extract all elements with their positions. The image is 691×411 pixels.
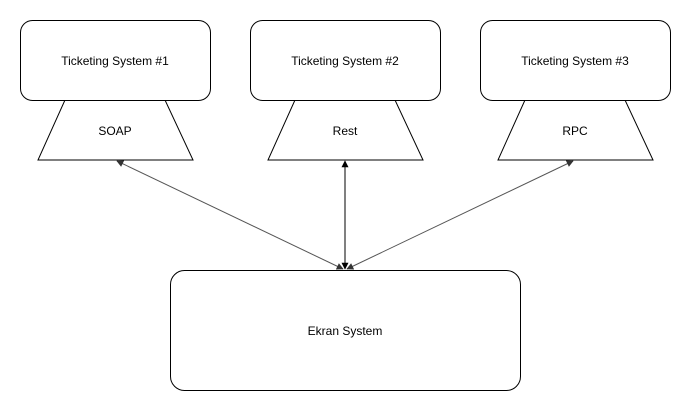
protocol-label-rpc: RPC bbox=[562, 124, 588, 138]
system-label-2: Ticketing System #2 bbox=[291, 54, 399, 68]
ticketing-system-1[interactable]: Ticketing System #1 SOAP bbox=[20, 20, 211, 161]
system-label-3: Ticketing System #3 bbox=[521, 54, 629, 68]
hub-label: Ekran System bbox=[308, 324, 383, 338]
connector-rpc-hub[interactable] bbox=[346, 160, 574, 270]
protocol-label-soap: SOAP bbox=[98, 124, 131, 138]
ticketing-system-3[interactable]: Ticketing System #3 RPC bbox=[480, 20, 671, 161]
ekran-system[interactable]: Ekran System bbox=[170, 270, 521, 391]
ticketing-system-2[interactable]: Ticketing System #2 Rest bbox=[250, 20, 441, 161]
system-box-2[interactable] bbox=[250, 20, 441, 101]
system-box-3[interactable] bbox=[480, 20, 671, 101]
system-label-1: Ticketing System #1 bbox=[61, 54, 169, 68]
hub-box[interactable] bbox=[170, 270, 521, 391]
connector-soap-hub[interactable] bbox=[116, 160, 344, 270]
system-box-1[interactable] bbox=[20, 20, 211, 101]
protocol-label-rest: Rest bbox=[333, 124, 358, 138]
